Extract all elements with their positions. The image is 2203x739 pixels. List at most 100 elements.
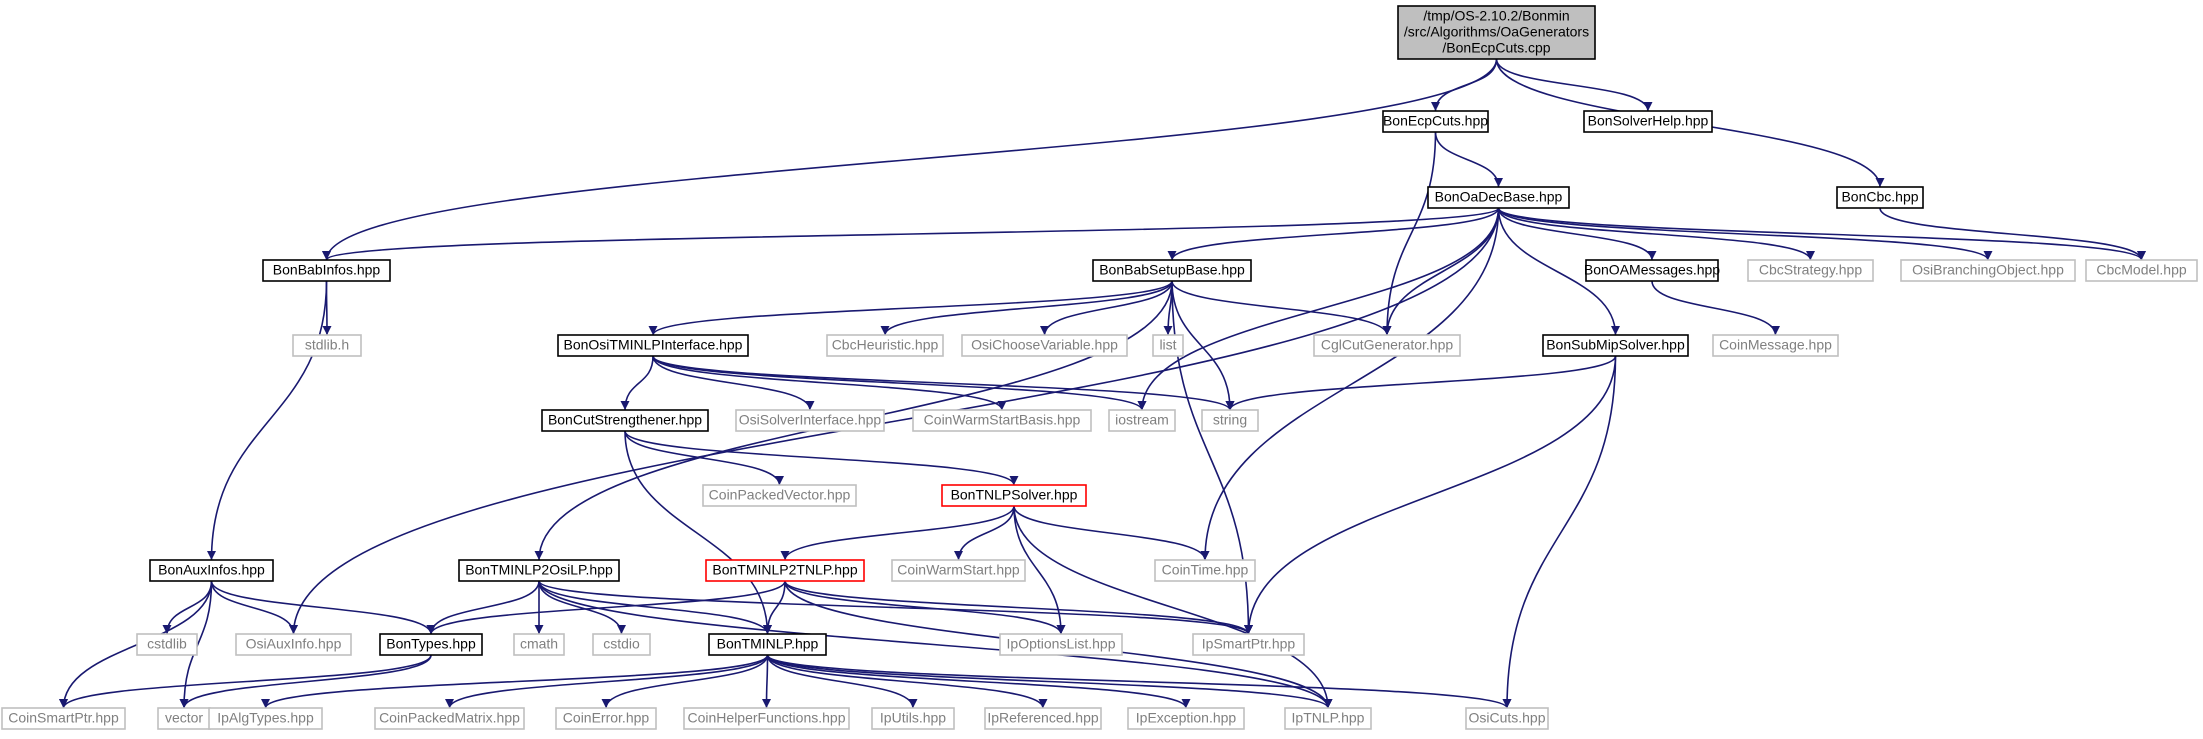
node-ositminlp[interactable]: BonOsiTMINLPInterface.hpp xyxy=(557,334,749,357)
edge-tminlp2osilp-to-cstdio xyxy=(538,580,626,635)
node-ipalgtypes-label: IpAlgTypes.hpp xyxy=(217,710,314,726)
edge-babsetupbase-to-cglcut xyxy=(1171,280,1392,336)
node-iputils[interactable]: IpUtils.hpp xyxy=(871,707,955,730)
node-coinpackedvec[interactable]: CoinPackedVector.hpp xyxy=(702,484,857,507)
node-ipoptlist[interactable]: IpOptionsList.hpp xyxy=(999,633,1123,656)
edge-cutstrength-to-coinpackedvec xyxy=(624,430,784,486)
node-cmath-box xyxy=(513,633,565,656)
node-cbc[interactable]: BonCbc.hpp xyxy=(1836,186,1924,209)
node-ecpcuts-box xyxy=(1382,110,1489,133)
node-cutstrength[interactable]: BonCutStrengthener.hpp xyxy=(541,409,709,432)
node-root[interactable]: /tmp/OS-2.10.2/Bonmin/src/Algorithms/OaG… xyxy=(1397,5,1596,60)
node-coinpackedmat-box xyxy=(374,707,525,730)
edge-auxinfos-to-osiauxinfo xyxy=(210,580,298,635)
node-vector[interactable]: vector xyxy=(157,707,211,730)
node-iptnlp[interactable]: IpTNLP.hpp xyxy=(1284,707,1372,730)
node-coinerror[interactable]: CoinError.hpp xyxy=(555,707,657,730)
node-babsetupbase-label: BonBabSetupBase.hpp xyxy=(1099,262,1245,278)
node-osisolverif-box xyxy=(735,409,885,432)
node-coinpackedvec-label: CoinPackedVector.hpp xyxy=(709,487,851,503)
node-cutstrength-box xyxy=(541,409,709,432)
node-oamessages[interactable]: BonOAMessages.hpp xyxy=(1584,259,1720,282)
node-osicuts[interactable]: OsiCuts.hpp xyxy=(1465,707,1549,730)
node-ipreferenced-label: IpReferenced.hpp xyxy=(987,710,1099,726)
node-coinmessage-box xyxy=(1712,334,1839,357)
node-ipalgtypes[interactable]: IpAlgTypes.hpp xyxy=(208,707,323,730)
node-cmath[interactable]: cmath xyxy=(513,633,565,656)
node-vector-label: vector xyxy=(165,710,203,726)
node-cbcstrategy-label: CbcStrategy.hpp xyxy=(1759,262,1862,278)
node-cstdio[interactable]: cstdio xyxy=(592,633,651,656)
edge-babsetupbase-to-osichoose xyxy=(1040,280,1173,336)
edge-oadecbase-to-osiauxinfo xyxy=(289,207,1500,635)
edge-oadecbase-to-submip xyxy=(1497,207,1620,336)
node-ipalgtypes-box xyxy=(208,707,323,730)
node-coinmessage-label: CoinMessage.hpp xyxy=(1719,337,1832,353)
node-ipexception[interactable]: IpException.hpp xyxy=(1127,707,1245,730)
node-coinwarmbasis[interactable]: CoinWarmStartBasis.hpp xyxy=(912,409,1092,432)
node-ipreferenced[interactable]: IpReferenced.hpp xyxy=(984,707,1102,730)
node-cutstrength-label: BonCutStrengthener.hpp xyxy=(548,412,702,428)
node-cointime[interactable]: CoinTime.hpp xyxy=(1154,559,1256,582)
node-tminlp2osilp[interactable]: BonTMINLP2OsiLP.hpp xyxy=(458,559,620,582)
node-cstdio-label: cstdio xyxy=(603,636,640,652)
edge-tnlpsolver-to-iptnlp xyxy=(1013,505,1333,709)
node-cbcstrategy-box xyxy=(1747,259,1874,282)
edge-oadecbase-to-cbcmodel xyxy=(1497,207,2146,261)
node-root-label: /src/Algorithms/OaGenerators xyxy=(1404,24,1589,40)
node-stdlib[interactable]: stdlib.h xyxy=(292,334,362,357)
node-coinsmart-box xyxy=(1,707,126,730)
node-tnlpsolver-box xyxy=(941,484,1087,507)
node-oadecbase[interactable]: BonOaDecBase.hpp xyxy=(1427,186,1570,209)
node-osisolverif[interactable]: OsiSolverInterface.hpp xyxy=(735,409,885,432)
node-cbcstrategy[interactable]: CbcStrategy.hpp xyxy=(1747,259,1874,282)
node-ecpcuts[interactable]: BonEcpCuts.hpp xyxy=(1382,110,1489,133)
node-auxinfos[interactable]: BonAuxInfos.hpp xyxy=(149,559,274,582)
node-cstdlib[interactable]: cstdlib xyxy=(136,633,198,656)
node-coinsmart[interactable]: CoinSmartPtr.hpp xyxy=(1,707,126,730)
edge-oadecbase-to-babsetupbase xyxy=(1167,207,1500,261)
node-babinfos[interactable]: BonBabInfos.hpp xyxy=(262,259,391,282)
node-iostream[interactable]: iostream xyxy=(1108,409,1176,432)
node-cmath-label: cmath xyxy=(520,636,558,652)
node-cbcmodel[interactable]: CbcModel.hpp xyxy=(2085,259,2198,282)
node-tminlp[interactable]: BonTMINLP.hpp xyxy=(708,633,827,656)
node-cglcut-box xyxy=(1313,334,1461,357)
node-cbcheuristic[interactable]: CbcHeuristic.hpp xyxy=(826,334,944,357)
node-ositminlp-label: BonOsiTMINLPInterface.hpp xyxy=(564,337,743,353)
node-coinmessage[interactable]: CoinMessage.hpp xyxy=(1712,334,1839,357)
edge-oadecbase-to-oamessages xyxy=(1497,207,1657,261)
node-coinwarm-label: CoinWarmStart.hpp xyxy=(897,562,1020,578)
node-submip[interactable]: BonSubMipSolver.hpp xyxy=(1542,334,1689,357)
node-cglcut[interactable]: CglCutGenerator.hpp xyxy=(1313,334,1461,357)
node-ipsmart[interactable]: IpSmartPtr.hpp xyxy=(1192,633,1305,656)
node-osiauxinfo[interactable]: OsiAuxInfo.hpp xyxy=(235,633,352,656)
node-cointime-box xyxy=(1154,559,1256,582)
node-string[interactable]: string xyxy=(1201,409,1259,432)
edge-tminlp-to-iptnlp xyxy=(766,654,1333,709)
node-bontypes-box xyxy=(379,633,483,656)
node-list[interactable]: list xyxy=(1152,334,1184,357)
node-tminlp2tnlp[interactable]: BonTMINLP2TNLP.hpp xyxy=(705,559,865,582)
node-oadecbase-box xyxy=(1427,186,1570,209)
node-coinhelper[interactable]: CoinHelperFunctions.hpp xyxy=(683,707,850,730)
node-bontypes[interactable]: BonTypes.hpp xyxy=(379,633,483,656)
node-coinwarmbasis-label: CoinWarmStartBasis.hpp xyxy=(924,412,1081,428)
node-iputils-box xyxy=(871,707,955,730)
edge-oamessages-to-coinmessage xyxy=(1651,280,1780,336)
node-coinwarm[interactable]: CoinWarmStart.hpp xyxy=(891,559,1026,582)
edge-tnlpsolver-to-cointime xyxy=(1013,505,1210,561)
edges xyxy=(59,58,2146,709)
node-tnlpsolver[interactable]: BonTNLPSolver.hpp xyxy=(941,484,1087,507)
edge-oadecbase-to-cglcut xyxy=(1382,207,1500,336)
edge-ositminlp-to-iostream xyxy=(652,355,1147,411)
node-list-label: list xyxy=(1159,337,1176,353)
node-babsetupbase[interactable]: BonBabSetupBase.hpp xyxy=(1092,259,1252,282)
edge-babinfos-to-auxinfos xyxy=(207,280,328,561)
node-cbcmodel-label: CbcModel.hpp xyxy=(2096,262,2186,278)
node-osichoose[interactable]: OsiChooseVariable.hpp xyxy=(961,334,1128,357)
node-osiauxinfo-box xyxy=(235,633,352,656)
node-osibranching[interactable]: OsiBranchingObject.hpp xyxy=(1900,259,2076,282)
node-coinpackedmat[interactable]: CoinPackedMatrix.hpp xyxy=(374,707,525,730)
node-solverhelp[interactable]: BonSolverHelp.hpp xyxy=(1583,110,1713,133)
